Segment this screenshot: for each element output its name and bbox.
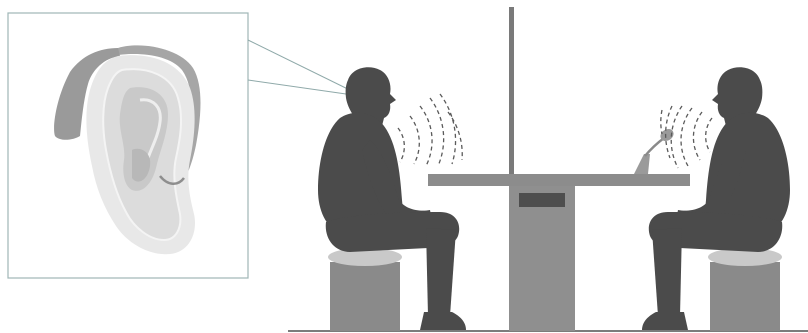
left-wave-4 xyxy=(430,98,444,166)
table-top xyxy=(428,174,690,186)
right-wave-3 xyxy=(681,108,692,166)
table-pedestal xyxy=(509,186,575,331)
right-stool-base xyxy=(710,262,780,331)
mic-base xyxy=(634,154,650,174)
microphone xyxy=(634,126,676,174)
left-stool xyxy=(328,248,402,331)
left-wave-3 xyxy=(420,106,432,166)
callout-line-bottom xyxy=(248,80,360,96)
table xyxy=(428,7,690,331)
left-wave-1 xyxy=(398,128,404,162)
table-panel xyxy=(519,193,565,207)
callout-line-top xyxy=(248,40,362,96)
ear-inset xyxy=(8,13,248,278)
divider-pole xyxy=(509,7,514,175)
right-person-foot xyxy=(642,312,688,330)
right-person-shin xyxy=(652,228,682,316)
left-wave-2 xyxy=(410,116,419,164)
left-stool-base xyxy=(330,262,400,331)
left-sound-waves xyxy=(398,94,462,166)
right-wave-1 xyxy=(706,118,712,152)
right-stool xyxy=(708,248,782,331)
mic-gooseneck xyxy=(645,138,664,156)
right-wave-4 xyxy=(671,106,682,168)
left-person-foot xyxy=(420,312,466,330)
left-person-shin xyxy=(426,228,456,316)
right-wave-2 xyxy=(693,112,702,160)
right-wave-6 xyxy=(661,110,662,134)
